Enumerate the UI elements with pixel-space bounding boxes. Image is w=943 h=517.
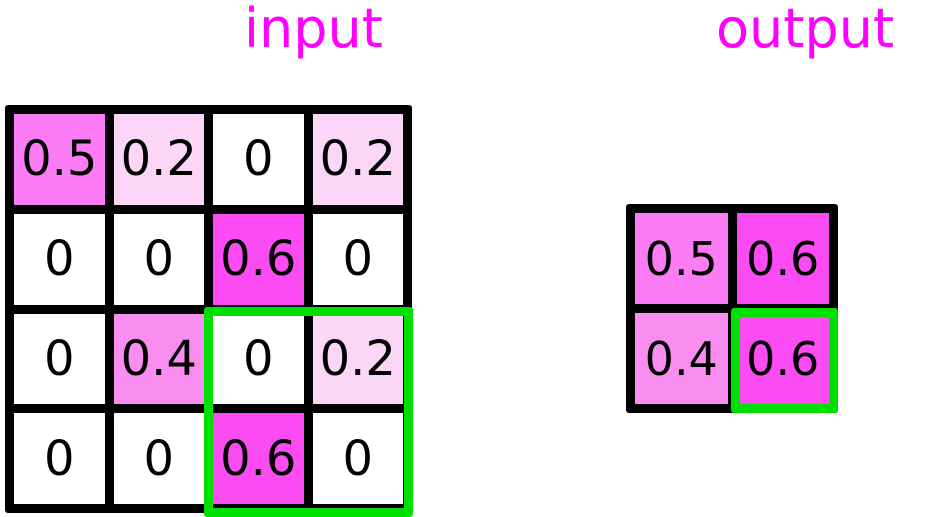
cell-value: 0.5	[644, 231, 718, 286]
cell-value: 0.2	[319, 330, 396, 387]
input-cell-r3c1[interactable]: 0	[113, 413, 204, 504]
input-cell-r3c2[interactable]: 0.6	[213, 413, 304, 504]
input-title: input	[244, 0, 383, 60]
cell-value: 0	[242, 330, 274, 387]
input-cell-r3c0[interactable]: 0	[14, 413, 105, 504]
output-cell-r0c1[interactable]: 0.6	[736, 213, 829, 304]
input-cell-r0c0[interactable]: 0.5	[14, 114, 105, 205]
input-cell-r3c3[interactable]: 0	[312, 413, 403, 504]
input-cell-r0c1[interactable]: 0.2	[113, 114, 204, 205]
cell-value: 0	[43, 231, 75, 288]
output-cell-r1c1[interactable]: 0.6	[736, 313, 829, 404]
cell-value: 0	[242, 131, 274, 188]
cell-value: 0.5	[21, 131, 98, 188]
input-cell-r2c2[interactable]: 0	[213, 313, 304, 405]
input-cell-r2c3[interactable]: 0.2	[312, 313, 403, 405]
cell-value: 0.6	[746, 231, 820, 286]
input-cell-r0c3[interactable]: 0.2	[312, 114, 403, 205]
cell-value: 0.6	[220, 231, 297, 288]
cell-value: 0	[342, 430, 374, 487]
output-cell-r1c0[interactable]: 0.4	[635, 313, 728, 404]
cell-value: 0.6	[746, 331, 820, 386]
cell-value: 0.6	[220, 430, 297, 487]
cell-value: 0	[342, 231, 374, 288]
input-cell-r1c1[interactable]: 0	[113, 213, 204, 305]
input-cell-r2c1[interactable]: 0.4	[113, 313, 204, 405]
cell-value: 0	[43, 330, 75, 387]
cell-value: 0.4	[120, 330, 197, 387]
input-matrix: 0.5 0.2 0 0.2 0 0 0.6 0 0 0.4 0 0.2 0 0 …	[5, 105, 412, 513]
input-cell-r0c2[interactable]: 0	[213, 114, 304, 205]
input-cell-r1c0[interactable]: 0	[14, 213, 105, 305]
cell-value: 0.2	[319, 131, 396, 188]
cell-value: 0	[43, 430, 75, 487]
cell-value: 0	[143, 430, 175, 487]
output-title: output	[716, 0, 895, 60]
input-cell-r2c0[interactable]: 0	[14, 313, 105, 405]
output-matrix: 0.5 0.6 0.4 0.6	[626, 204, 838, 413]
cell-value: 0.4	[644, 331, 718, 386]
input-cell-r1c2[interactable]: 0.6	[213, 213, 304, 305]
cell-value: 0.2	[120, 131, 197, 188]
cell-value: 0	[143, 231, 175, 288]
output-cell-r0c0[interactable]: 0.5	[635, 213, 728, 304]
input-cell-r1c3[interactable]: 0	[312, 213, 403, 305]
